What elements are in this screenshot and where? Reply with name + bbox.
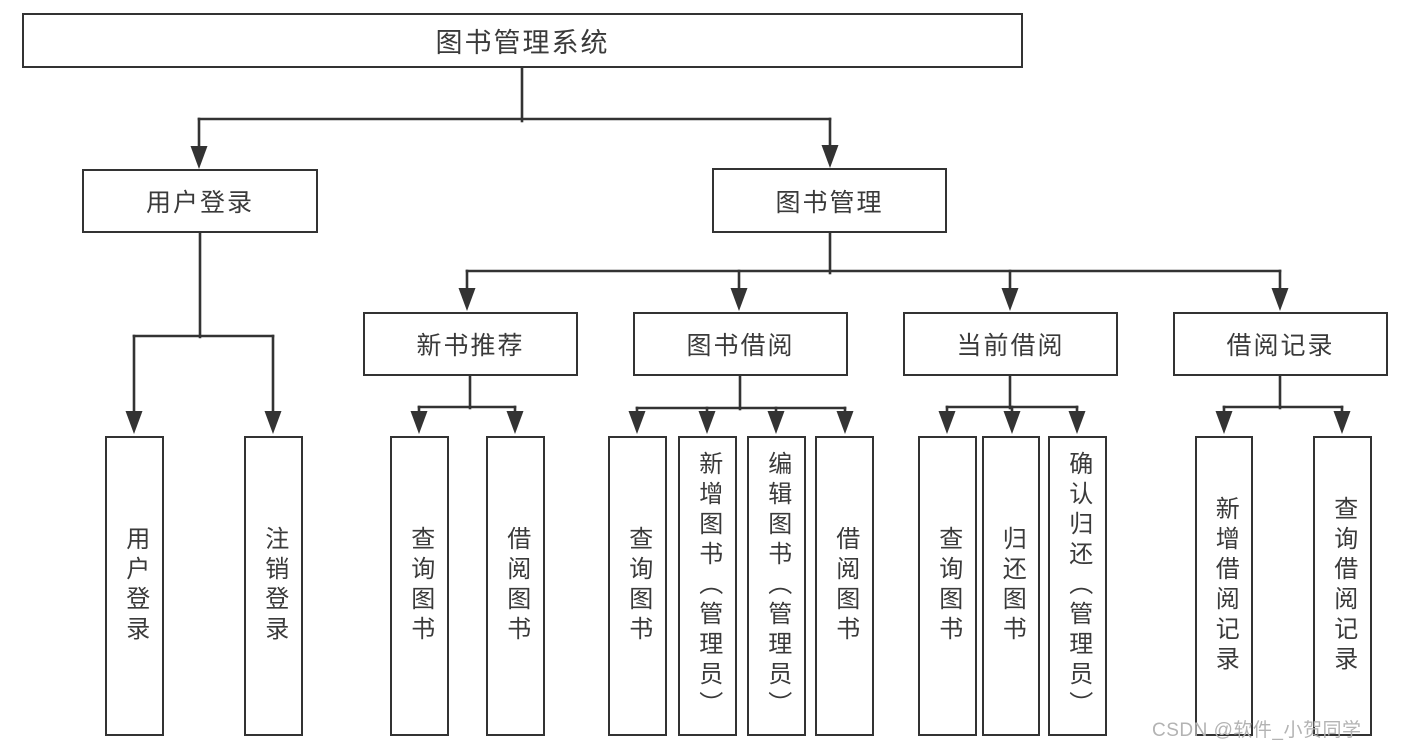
leaf-newbooks-query-books-label: 查询图书 <box>406 526 434 646</box>
node-new-book-recommendation: 新书推荐 <box>363 312 578 376</box>
node-book-management: 图书管理 <box>712 168 947 233</box>
node-library-management-system: 图书管理系统 <box>22 13 1023 68</box>
leaf-records-query-borrow-record-label: 查询借阅记录 <box>1329 496 1357 676</box>
node-new-book-recommendation-label: 新书推荐 <box>416 332 525 360</box>
node-book-management-label: 图书管理 <box>775 188 884 217</box>
leaf-records-add-borrow-record-label: 新增借阅记录 <box>1211 496 1239 676</box>
leaf-borrowing-query-books: 查询图书 <box>608 436 667 736</box>
leaf-records-query-borrow-record: 查询借阅记录 <box>1313 436 1372 736</box>
leaf-borrowing-add-books-admin-label: 新增图书（管理员） <box>694 451 722 721</box>
node-current-borrowing: 当前借阅 <box>903 312 1118 376</box>
leaf-current-return-books: 归还图书 <box>982 436 1040 736</box>
leaf-current-confirm-return-admin-label: 确认归还（管理员） <box>1064 451 1092 721</box>
node-current-borrowing-label: 当前借阅 <box>956 332 1065 360</box>
leaf-user-login: 用户登录 <box>105 436 164 736</box>
leaf-current-return-books-label: 归还图书 <box>998 526 1026 646</box>
node-book-borrowing-label: 图书借阅 <box>686 332 795 360</box>
node-user-login-label: 用户登录 <box>145 189 254 217</box>
leaf-borrowing-borrow-books: 借阅图书 <box>815 436 874 736</box>
leaf-current-query-books-label: 查询图书 <box>934 526 962 646</box>
leaf-borrowing-edit-books-admin: 编辑图书（管理员） <box>747 436 806 736</box>
leaf-records-add-borrow-record: 新增借阅记录 <box>1195 436 1253 736</box>
leaf-borrowing-edit-books-admin-label: 编辑图书（管理员） <box>763 451 791 721</box>
leaf-logout-label: 注销登录 <box>260 526 288 646</box>
leaf-borrowing-add-books-admin: 新增图书（管理员） <box>678 436 737 736</box>
leaf-newbooks-borrow-books-label: 借阅图书 <box>502 526 530 646</box>
leaf-borrowing-query-books-label: 查询图书 <box>624 526 652 646</box>
node-borrowing-records-label: 借阅记录 <box>1226 332 1335 360</box>
leaf-current-query-books: 查询图书 <box>918 436 977 736</box>
node-book-borrowing: 图书借阅 <box>633 312 848 376</box>
node-user-login: 用户登录 <box>82 169 318 233</box>
leaf-newbooks-borrow-books: 借阅图书 <box>486 436 545 736</box>
node-library-management-system-label: 图书管理系统 <box>435 28 610 58</box>
leaf-newbooks-query-books: 查询图书 <box>390 436 449 736</box>
leaf-current-confirm-return-admin: 确认归还（管理员） <box>1048 436 1107 736</box>
leaf-logout: 注销登录 <box>244 436 303 736</box>
watermark: CSDN @软件_小贺同学 <box>1152 720 1362 741</box>
leaf-borrowing-borrow-books-label: 借阅图书 <box>831 526 859 646</box>
node-borrowing-records: 借阅记录 <box>1173 312 1388 376</box>
leaf-user-login-label: 用户登录 <box>121 526 149 646</box>
